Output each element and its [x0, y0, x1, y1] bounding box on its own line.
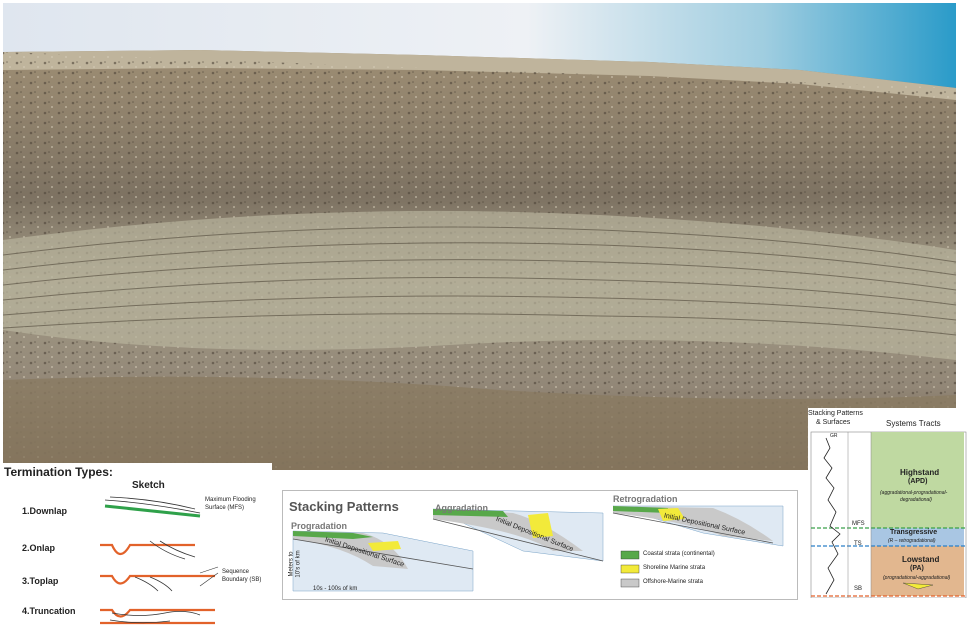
progradation-label: Progradation: [291, 521, 348, 531]
tracts-header-left-1: Stacking Patterns: [808, 410, 863, 417]
strata-lines: [2, 226, 957, 336]
highstand-fill: [871, 432, 964, 528]
onlap-sketch: [100, 540, 196, 560]
type-truncation: 4.Truncation: [22, 606, 76, 616]
stacking-title: Stacking Patterns: [289, 499, 399, 514]
layered-strata-band: [3, 210, 956, 360]
type-toplap: 3.Toplap: [22, 576, 59, 586]
surface-mfs: MFS: [852, 521, 865, 527]
tracts-header-right: Systems Tracts: [886, 419, 941, 428]
gr-label: GR: [830, 433, 838, 439]
retrogradation-label: Retrogradation: [613, 494, 678, 504]
aggradation-label: Aggradation: [435, 503, 488, 513]
retrogradation-diagram: [612, 505, 784, 547]
truncation-sketch: [100, 608, 215, 625]
transgressive-desc: (R – retrogradational): [888, 538, 936, 544]
mfs-label-2: Surface (MFS): [205, 505, 245, 511]
legend-coastal: Coastal strata (continental): [643, 551, 715, 557]
lower-slope: [3, 376, 956, 470]
gamma-ray-log: [823, 437, 841, 595]
x-axis-label: 10s - 100s of km: [313, 586, 358, 592]
highstand-desc-2: degradational): [900, 497, 932, 503]
type-downlap: 1.Downlap: [22, 506, 68, 516]
sketch-label: Sketch: [132, 480, 165, 491]
legend-shoreline: Shoreline Marine strata: [643, 565, 706, 571]
lowstand-label: Lowstand: [902, 555, 940, 564]
y-axis-label-1: Meters to: [288, 551, 295, 577]
sb-label-1: Sequence: [222, 569, 250, 575]
systems-tracts-panel: Stacking Patterns & Surfaces Systems Tra…: [808, 408, 971, 598]
aggradation-diagram: [432, 508, 604, 562]
progradation-diagram: [292, 530, 474, 592]
transgressive-fill: [871, 528, 964, 546]
sb-label-2: Boundary (SB): [222, 577, 262, 583]
toplap-sketch: [100, 566, 219, 592]
lowstand-abbrev: (PA): [910, 565, 924, 572]
highstand-label: Highstand: [900, 468, 940, 477]
surface-ts: TS: [854, 541, 862, 547]
downlap-sketch: [104, 496, 201, 518]
stacking-diagrams: [292, 505, 784, 592]
lowstand-desc: (progradational-aggradational): [883, 575, 951, 581]
mfs-label-1: Maximum Flooding: [205, 497, 256, 503]
stacking-patterns-panel: Stacking Patterns Progradation Aggradati…: [282, 490, 798, 600]
termination-title: Termination Types:: [4, 465, 113, 479]
type-onlap: 2.Onlap: [22, 543, 56, 553]
termination-types-panel: Termination Types: Sketch 1.Downlap 2.On…: [0, 463, 272, 639]
y-axis-label-2: 10's of km: [295, 550, 302, 578]
highstand-abbrev: (APD): [908, 478, 928, 485]
transgressive-label: Transgressive: [890, 529, 938, 536]
legend-offshore: Offshore-Marine strata: [643, 579, 703, 585]
systems-tracts-column: [810, 431, 967, 598]
tracts-header-left-2: & Surfaces: [816, 419, 851, 426]
surface-sb: SB: [854, 586, 863, 592]
highstand-desc-1: (aggradational-progradational-: [880, 490, 948, 496]
stacking-legend-swatches: [620, 550, 640, 588]
termination-sketches: [100, 496, 219, 625]
